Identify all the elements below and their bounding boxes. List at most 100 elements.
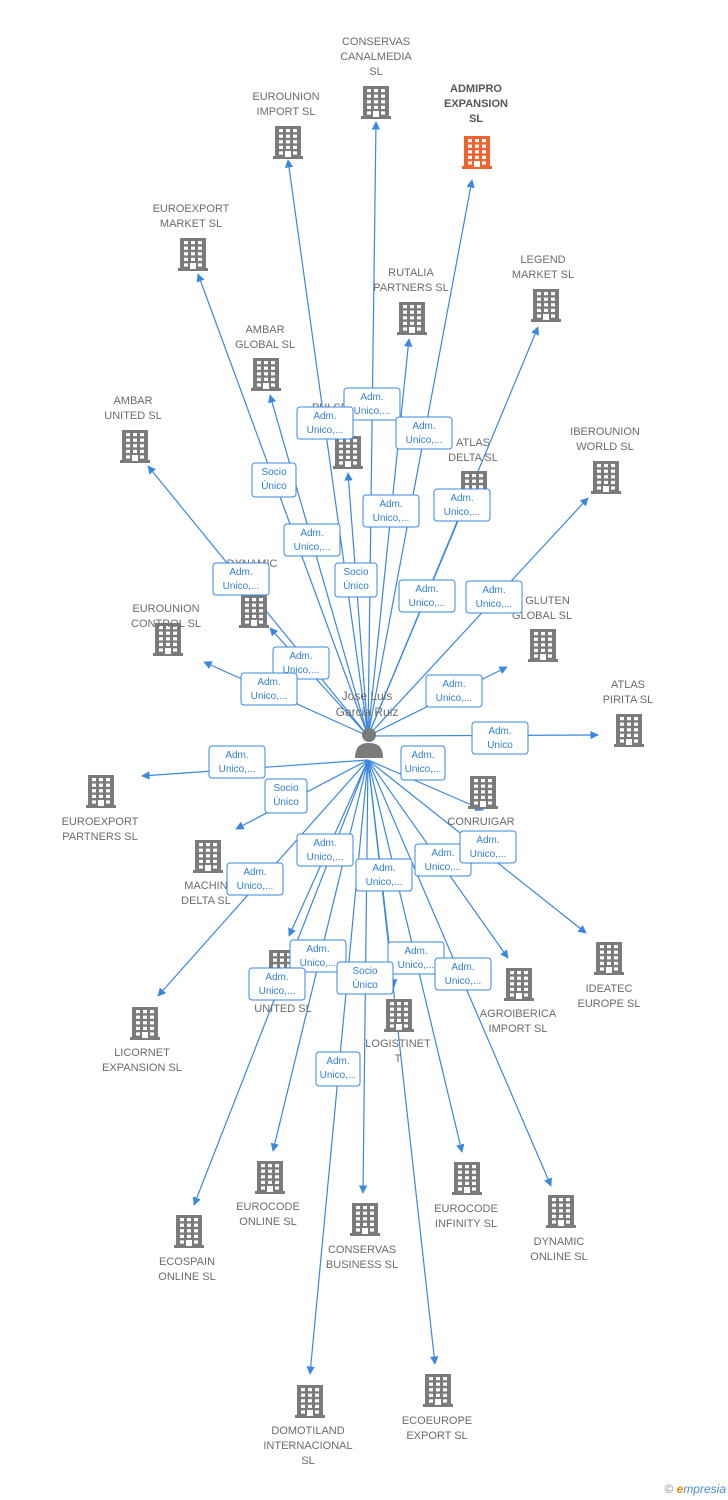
building-icon (423, 1374, 453, 1407)
company-label: UNITED SL (104, 410, 161, 422)
company-label: MARKET SL (160, 218, 222, 230)
role-badge[interactable]: Adm.Unico,... (433, 488, 491, 522)
role-badge[interactable]: Adm.Unico,... (212, 562, 270, 596)
role-badge[interactable]: Adm.Unico,... (272, 646, 330, 680)
role-badge[interactable]: Adm.Unico,... (296, 406, 354, 440)
person-icon (355, 728, 383, 758)
company-label: BUSINESS SL (326, 1259, 398, 1271)
role-badge-text: Adm. (404, 946, 427, 957)
role-badge-text: Unico,... (307, 852, 344, 863)
person-node[interactable]: Jose Luis Garcia Ruiz (336, 689, 399, 758)
role-badge-text: Unico,... (398, 960, 435, 971)
role-badge-text: Adm. (225, 750, 248, 761)
role-badge-box (465, 580, 523, 614)
role-badge[interactable]: Adm.Unico,... (465, 580, 523, 614)
role-badge[interactable]: Adm.Unico,... (240, 672, 298, 706)
role-badge[interactable]: Adm.Unico,... (343, 387, 401, 421)
company-label: DYNAMIC (534, 1236, 585, 1248)
role-badge[interactable]: Adm.Unico,... (355, 858, 413, 892)
company-label: CONSERVAS (328, 1244, 396, 1256)
company-label: EUROEXPORT (62, 816, 139, 828)
company-label: ONLINE SL (239, 1216, 296, 1228)
role-badge[interactable]: Adm.Unico,... (248, 967, 306, 1001)
company-label: EUROUNION (132, 603, 199, 615)
company-node-conruigar[interactable]: CONRUIGAR (447, 776, 515, 828)
company-node-conservas-business[interactable]: CONSERVAS BUSINESS SL (326, 1203, 398, 1271)
role-badge[interactable]: Adm.Unico,... (315, 1051, 361, 1087)
building-icon (130, 1007, 160, 1040)
company-label: UNITED SL (254, 1003, 311, 1015)
building-icon (153, 623, 183, 656)
logo-text: mpresia (683, 1482, 726, 1496)
building-icon (350, 1203, 380, 1236)
role-badge[interactable]: Adm.Unico,... (459, 830, 517, 864)
role-badge[interactable]: Adm.Unico,... (395, 416, 453, 450)
role-badge[interactable]: Adm.Unico,... (362, 494, 420, 528)
company-label: IMPORT SL (489, 1023, 548, 1035)
building-icon (251, 358, 281, 391)
company-label: SL (369, 66, 382, 78)
company-label: IDEATEC (586, 983, 633, 995)
company-label: DOMOTILAND (271, 1425, 344, 1437)
role-badge[interactable]: Adm.Unico,... (434, 957, 492, 991)
building-icon (239, 595, 269, 628)
role-badge[interactable]: Adm.Unico,... (400, 745, 446, 781)
role-badge-text: Adm. (412, 421, 435, 432)
role-badge-text: Único (343, 579, 369, 592)
building-icon (614, 714, 644, 747)
company-label: PIRITA SL (603, 694, 654, 706)
role-badge-text: Adm. (313, 838, 336, 849)
building-icon (462, 136, 492, 169)
role-badge-box (251, 462, 297, 498)
role-badge[interactable]: Adm.Unico,... (289, 939, 347, 973)
role-badge[interactable]: Adm.Unico,... (398, 579, 456, 613)
copyright-symbol: © (664, 1482, 674, 1496)
role-badge[interactable]: Adm.Unico,... (283, 523, 341, 557)
company-label: ATLAS (456, 437, 490, 449)
role-badge[interactable]: Adm. Unico,... (387, 941, 445, 975)
role-badge-text: Adm. (313, 411, 336, 422)
role-badge[interactable]: Adm.Unico (471, 721, 529, 755)
company-label: ADMIPRO (450, 83, 502, 95)
building-icon (86, 775, 116, 808)
role-badge[interactable]: Adm. Unico,... (296, 833, 354, 867)
company-label: EUROPE SL (578, 998, 641, 1010)
role-badge[interactable]: Adm.Unico,... (208, 745, 266, 779)
company-label: T (395, 1053, 402, 1065)
role-badge[interactable]: Adm.Unico,... (226, 862, 284, 896)
role-badge-box (400, 745, 446, 781)
role-badge[interactable]: Adm.Unico,... (425, 674, 483, 708)
company-node-ideatec-europe[interactable]: IDEATEC EUROPE SL (578, 942, 641, 1010)
role-badge-box (459, 830, 517, 864)
role-badge-text: Unico,... (366, 877, 403, 888)
role-badge-box (283, 523, 341, 557)
